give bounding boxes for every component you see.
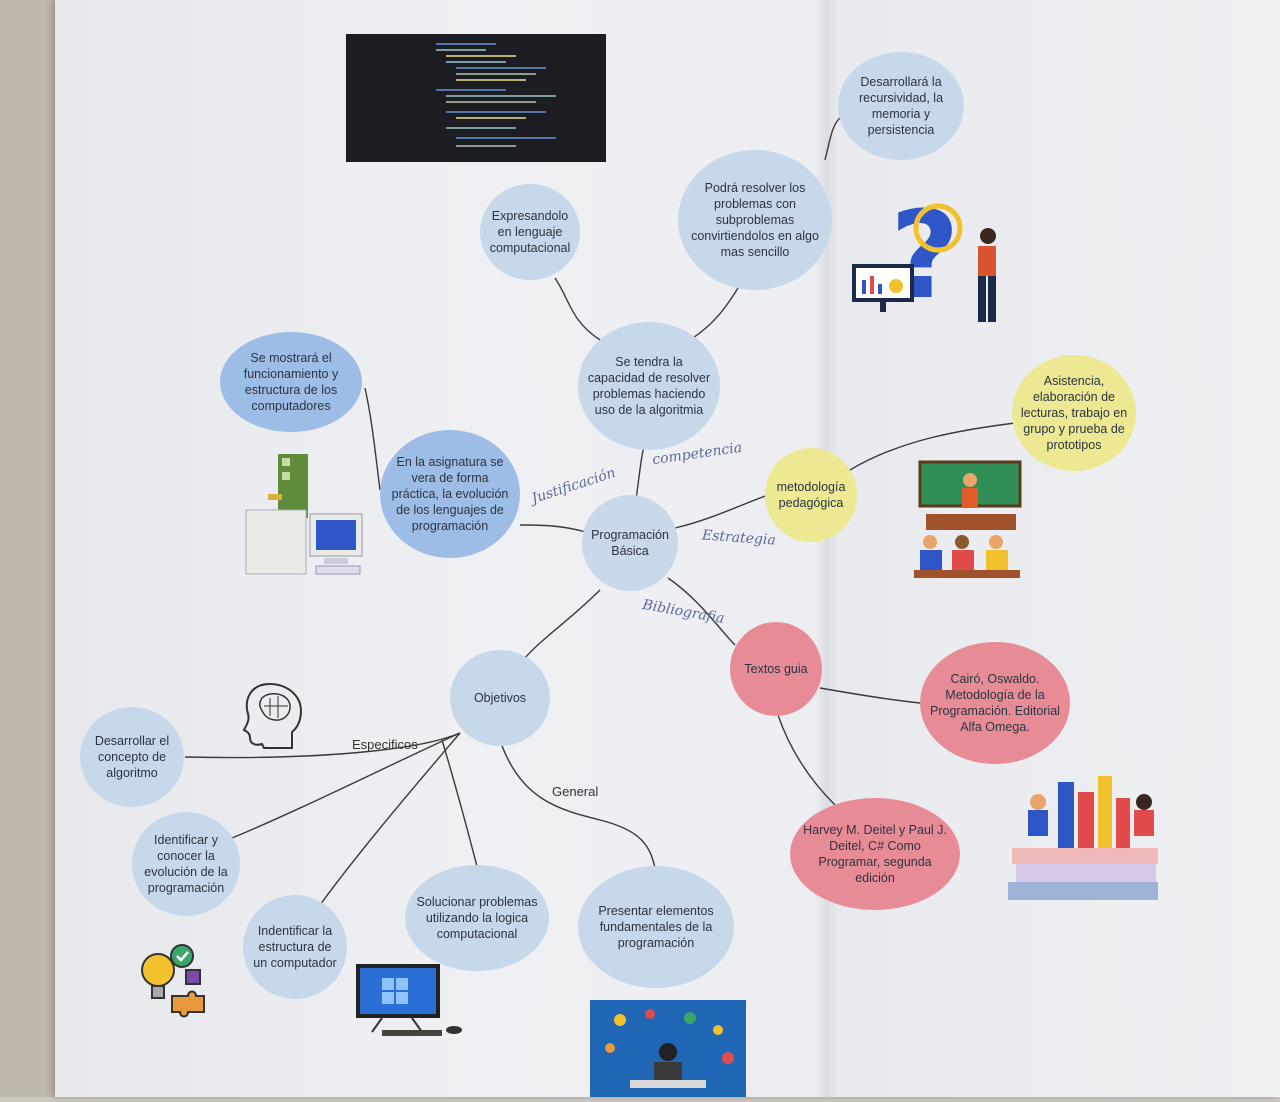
node-metodologia: metodología pedagógica: [765, 448, 857, 542]
node-deitel: Harvey M. Deitel y Paul J. Deitel, C# Co…: [790, 798, 960, 910]
computer-tower-illustration: [240, 450, 380, 590]
label-especificos: Especificos: [352, 737, 418, 752]
brain-head-icon: [240, 680, 306, 750]
node-evolucion: Identificar y conocer la evolución de la…: [132, 812, 240, 916]
node-solucionar: Solucionar problemas utilizando la logic…: [405, 865, 549, 971]
books-illustration: [998, 762, 1178, 910]
classroom-illustration: [900, 458, 1030, 586]
node-subproblemas: Podrá resolver los problemas con subprob…: [678, 150, 832, 290]
node-presentar: Presentar elementos fundamentales de la …: [578, 866, 734, 988]
node-recursividad: Desarrollará la recursividad, la memoria…: [838, 52, 964, 160]
lightbulb-puzzle-icon: [134, 940, 214, 1022]
node-funcionamiento: Se mostrará el funcionamiento y estructu…: [220, 332, 362, 432]
programmer-illustration: [590, 1000, 746, 1097]
node-estructura: Indentificar la estructura de un computa…: [243, 895, 347, 999]
table-edge: [0, 0, 55, 1097]
node-textos-guia: Textos guia: [730, 622, 822, 716]
node-programacion-basica: Programación Básica: [582, 495, 678, 591]
label-general: General: [552, 784, 599, 799]
code-screenshot-image: [346, 34, 606, 162]
node-objetivos: Objetivos: [450, 650, 550, 746]
node-capacidad: Se tendra la capacidad de resolver probl…: [578, 322, 720, 450]
node-concepto: Desarrollar el concepto de algoritmo: [80, 707, 184, 807]
node-expresandolo: Expresandolo en lenguaje computacional: [480, 184, 580, 280]
node-asistencia: Asistencia, elaboración de lecturas, tra…: [1012, 355, 1136, 471]
node-asignatura: En la asignatura se vera de forma prácti…: [380, 430, 520, 558]
question-mark-illustration: ?: [850, 187, 1010, 328]
desktop-computer-icon: [352, 962, 466, 1042]
node-cairo: Cairó, Oswaldo. Metodología de la Progra…: [920, 642, 1070, 764]
